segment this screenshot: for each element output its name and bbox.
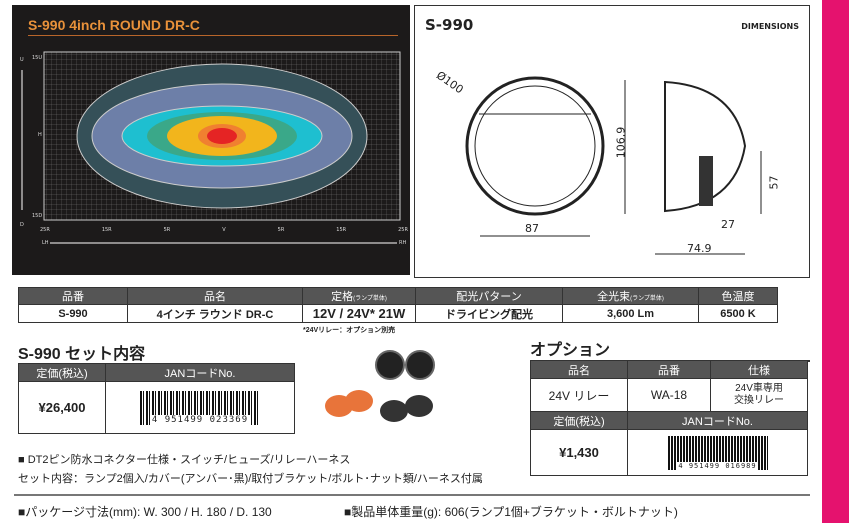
axis-label-15d: 15D [32, 213, 43, 219]
x-tick: 15R [336, 227, 347, 233]
option-header: 品番 [627, 360, 711, 379]
width-label: 87 [525, 222, 539, 235]
axis-label-d: D [20, 222, 24, 228]
axis-label-15u: 15U [32, 55, 43, 61]
beam-pattern-chart [21, 51, 401, 244]
x-tick: 25R [398, 227, 408, 233]
dimensions-panel: S-990 DIMENSIONS Ø100 106.9 87 57 27 74.… [414, 5, 810, 278]
axis-label-u: U [20, 57, 24, 63]
x-tick: V [222, 227, 226, 233]
dimension-drawing [465, 76, 762, 255]
side-accent-bar [822, 0, 849, 523]
option-heading: オプション [530, 336, 810, 362]
spec-value: S-990 [18, 304, 128, 323]
beam-zone-center [207, 128, 237, 144]
set-price-table: 定価(税込)JANコードNo. ¥26,400 4 951499 023369 [18, 363, 295, 434]
spec-value: 4インチ ラウンド DR-C [127, 304, 303, 323]
product-weight: ■製品単体重量(g): 606(ランプ1個+ブラケット・ボルトナット) [344, 505, 678, 519]
depth-label: 74.9 [687, 242, 712, 255]
spec-header: 品名 [127, 287, 303, 305]
price-header: 定価(税込) [18, 363, 106, 382]
set-price: ¥26,400 [18, 381, 106, 434]
spec-header: 配光パターン [415, 287, 563, 305]
spec-value: 6500 K [698, 304, 778, 323]
x-tick: 15R [101, 227, 112, 233]
spec-header: 定格(ランプ単体) [302, 287, 416, 305]
set-contents-note: セット内容：ランプ2個入/カバー(アンバー･黒)/取付ブラケット/ボルト･ナット… [18, 473, 483, 485]
option-price: ¥1,430 [530, 429, 628, 476]
spec-header: 品番 [18, 287, 128, 305]
option-barcode: 4 951499 016989 [627, 429, 808, 476]
rh-label: RH [399, 240, 407, 246]
jan-header: JANコードNo. [105, 363, 295, 382]
spec-header: 全光束(ランプ単体) [562, 287, 699, 305]
option-part-number: WA-18 [627, 378, 711, 412]
jan-number: 4 951499 023369 [149, 414, 251, 425]
jan-number: 4 951499 016989 [677, 461, 758, 470]
spec-note: *24Vリレー：オプション別売 [303, 327, 396, 334]
spec-value: ドライビング配光 [415, 304, 563, 323]
option-name: 24V リレー [530, 378, 628, 412]
option-header: 仕様 [710, 360, 808, 379]
axis-label-h: H [38, 132, 42, 138]
option-spec: 24V車専用交換リレー [710, 378, 808, 412]
spec-value: 3,600 Lm [562, 304, 699, 323]
spec-header: 色温度 [698, 287, 778, 305]
height-label: 106.9 [614, 126, 628, 159]
beam-chart-title: S-990 4inch ROUND DR-C [28, 17, 398, 36]
option-header: 品名 [530, 360, 628, 379]
x-tick: 5R [277, 227, 285, 233]
x-tick: 25R [40, 227, 50, 233]
lh-label: LH [42, 240, 49, 246]
divider [14, 494, 810, 496]
bracket-height-label: 57 [767, 175, 781, 190]
x-axis-labels: 25R 15R 5R V 5R 15R 25R [40, 227, 408, 233]
dimensions-model: S-990 [425, 16, 474, 34]
price-header: 定価(税込) [530, 411, 628, 430]
package-dimensions: ■パッケージ寸法(mm): W. 300 / H. 180 / D. 130 [18, 505, 272, 519]
beam-pattern-panel: S-990 4inch ROUND DR-C U 15U H 15D D 25R… [12, 5, 410, 275]
jan-header: JANコードNo. [627, 411, 808, 430]
feature-note: ■ DT2ピン防水コネクター仕様・スイッチ/ヒューズ/リレーハーネス [18, 454, 351, 466]
bracket-depth-label: 27 [721, 218, 735, 231]
spec-table: 品番 品名 定格(ランプ単体) 配光パターン 全光束(ランプ単体) 色温度 S-… [18, 287, 778, 323]
product-set-image [320, 345, 440, 430]
set-barcode: 4 951499 023369 [105, 381, 295, 434]
spec-value: 12V / 24V* 21W [302, 304, 416, 323]
dimensions-label: DIMENSIONS [741, 22, 799, 31]
x-tick: 5R [163, 227, 171, 233]
